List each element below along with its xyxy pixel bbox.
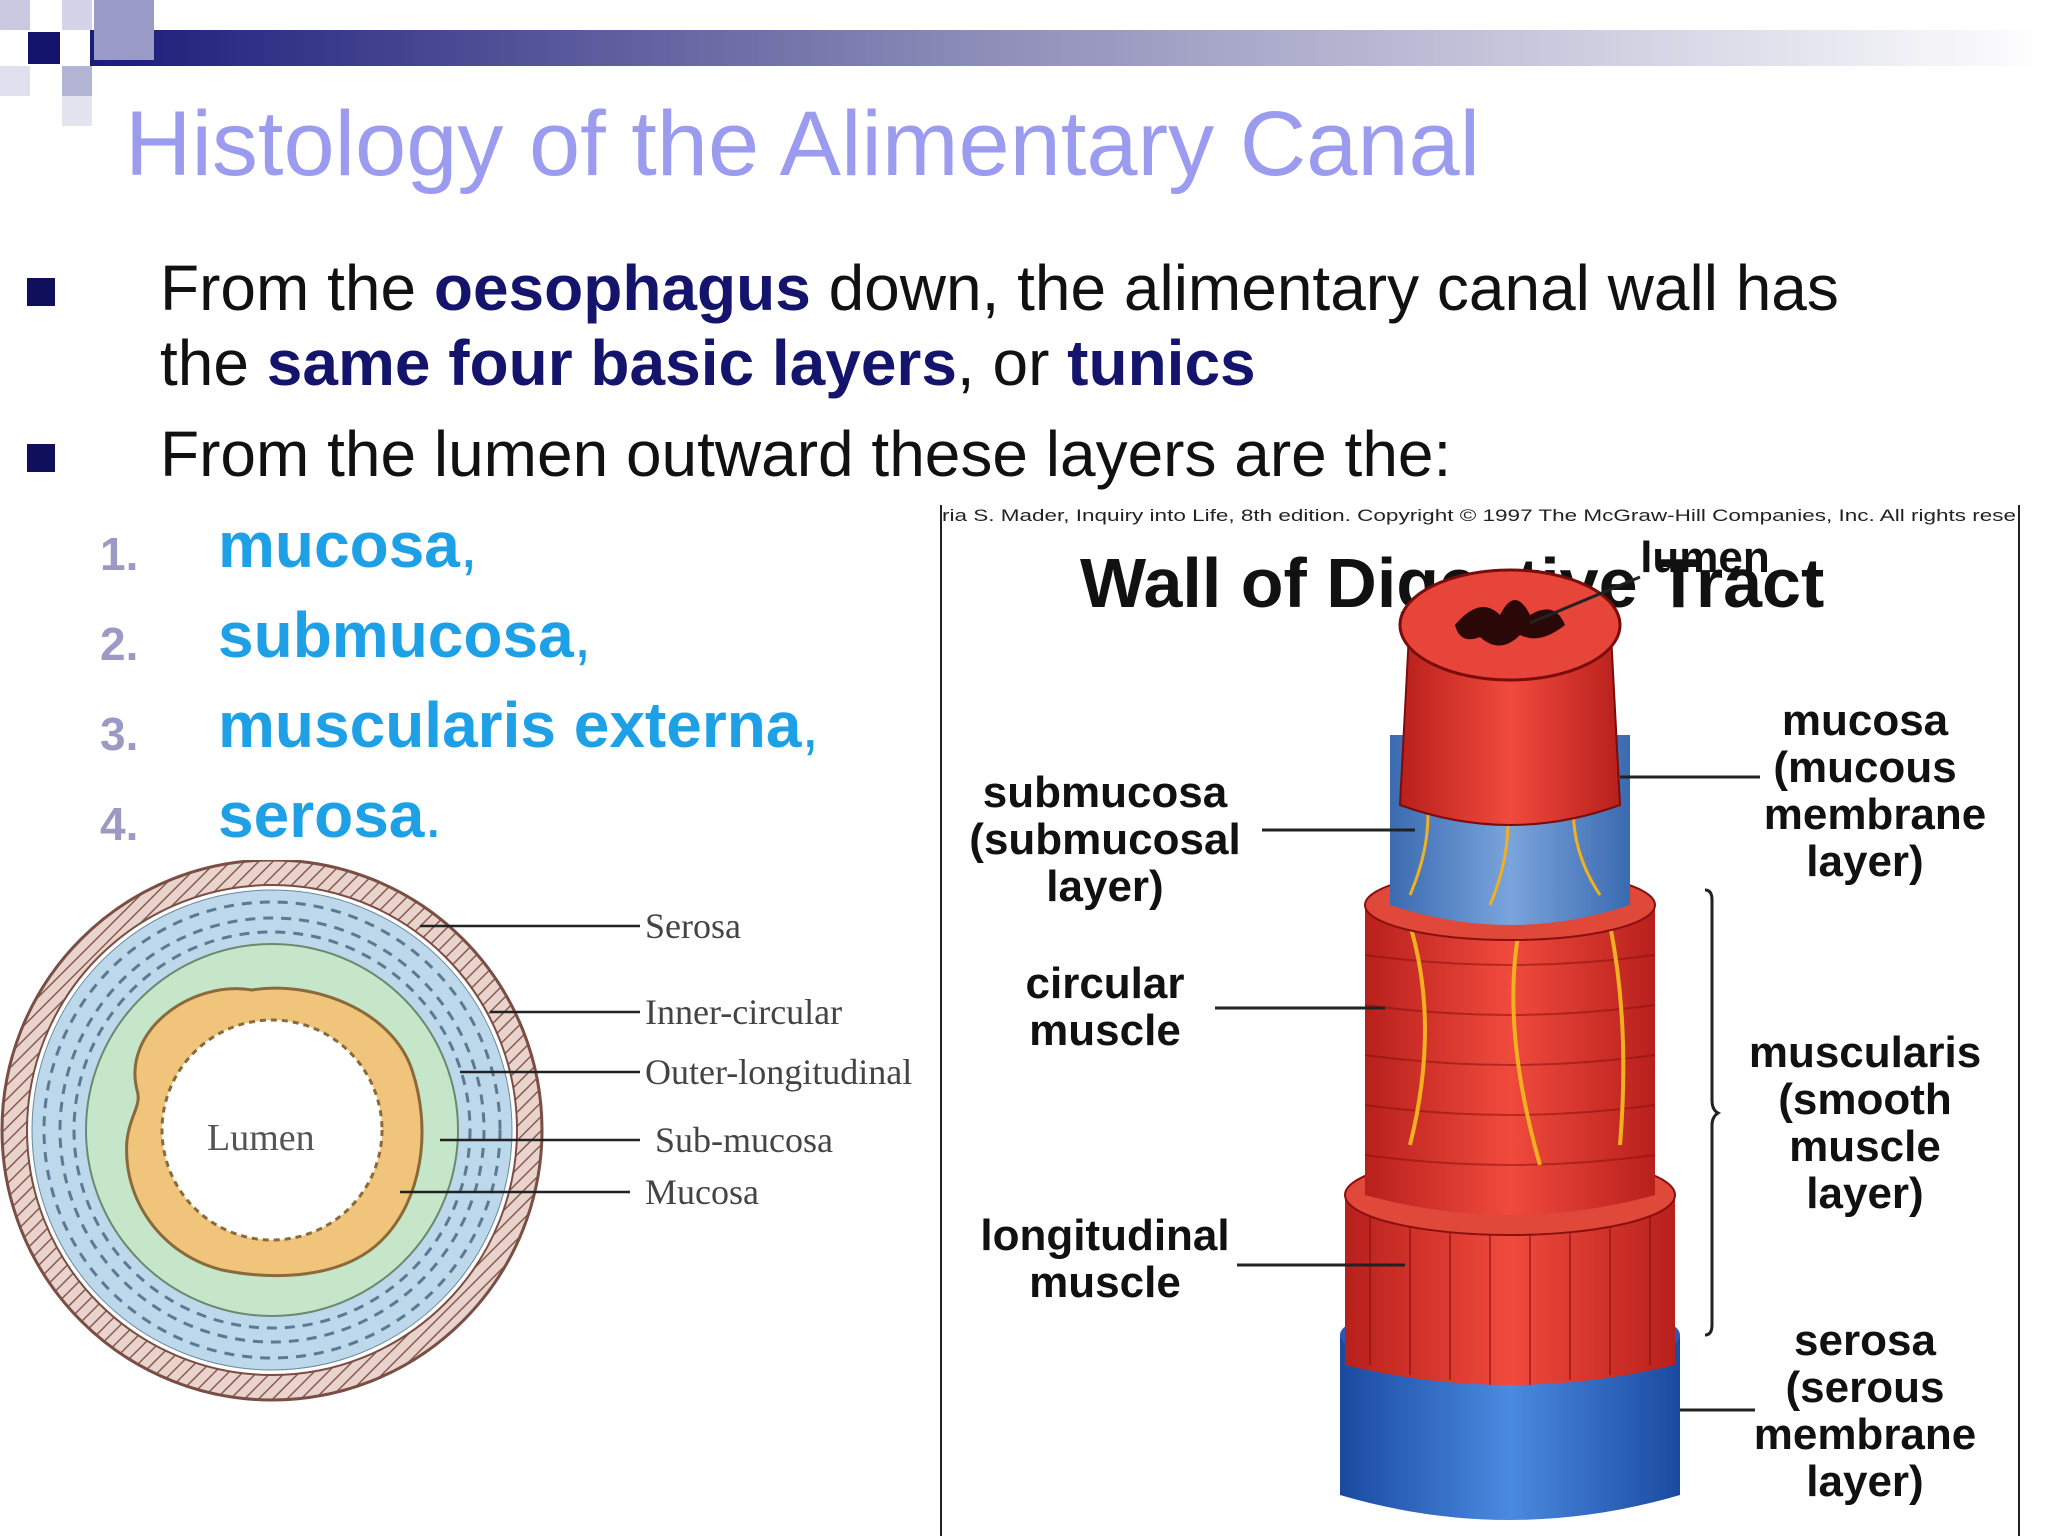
deco-square xyxy=(62,96,92,126)
lumen-space xyxy=(160,1018,384,1242)
deco-square xyxy=(0,66,30,96)
circular-stripe xyxy=(1364,1004,1656,1016)
header-gradient-bar xyxy=(90,30,2048,66)
text-span: , or xyxy=(956,327,1068,399)
layer-item-serosa: serosa. xyxy=(218,778,442,852)
label-muscularis-3: muscle xyxy=(1789,1122,1941,1171)
layer-item-muscularis-externa: muscularis externa, xyxy=(218,688,819,762)
label-serosa-1: serosa xyxy=(1794,1316,1936,1365)
digestive-tract-figure: ria S. Mader, Inquiry into Life, 8th edi… xyxy=(940,505,2020,1536)
longitudinal-dashes xyxy=(42,900,502,1360)
text-span: the xyxy=(160,327,267,399)
list-number: 2. xyxy=(100,618,139,670)
deco-square xyxy=(62,66,92,96)
blood-vessel xyxy=(1608,924,1626,1146)
label-circular-1: circular xyxy=(1026,959,1185,1008)
copyright-text: ria S. Mader, Inquiry into Life, 8th edi… xyxy=(942,506,2016,525)
highlight-oesophagus: oesophagus xyxy=(433,252,811,324)
cross-section-diagram: Lumen Serosa Inner-circular Outer-longit… xyxy=(0,860,912,1402)
bullet-1-line-2: the same four basic layers, or tunics xyxy=(160,325,1256,401)
label-mucosa-2: (mucous xyxy=(1773,743,1956,792)
slide-title: Histology of the Alimentary Canal xyxy=(125,93,1481,195)
layer-punct: , xyxy=(459,509,478,581)
layer-item-submucosa: submucosa, xyxy=(218,598,591,672)
label-serosa-4: layer) xyxy=(1806,1457,1923,1506)
label-outer-longitudinal: Outer-longitudinal xyxy=(645,1052,912,1092)
label-mucosa-1: mucosa xyxy=(1782,696,1949,745)
label-serosa: Serosa xyxy=(645,906,741,946)
text-span: From the xyxy=(160,252,434,324)
lumen-pointer xyxy=(1529,575,1641,625)
label-circular-2: muscle xyxy=(1029,1006,1181,1055)
layer-punct: , xyxy=(801,689,820,761)
label-mucosa: Mucosa xyxy=(645,1172,759,1212)
label-muscularis-4: layer) xyxy=(1806,1169,1923,1218)
label-submucosa-1: submucosa xyxy=(983,768,1228,817)
label-mucosa-4: layer) xyxy=(1806,837,1923,886)
label-mucosa-3: membrane xyxy=(1764,790,1987,839)
serosa-band xyxy=(1340,1335,1680,1520)
deco-square xyxy=(28,32,60,64)
layer-punct: , xyxy=(573,599,592,671)
circular-dashes xyxy=(58,916,486,1344)
label-muscularis-2: (smooth xyxy=(1778,1075,1952,1124)
list-number: 1. xyxy=(100,528,139,580)
circular-stripe xyxy=(1364,1104,1656,1116)
label-longitudinal-2: muscle xyxy=(1029,1258,1181,1307)
layer-name: submucosa xyxy=(218,599,574,671)
label-sub-mucosa: Sub-mucosa xyxy=(655,1120,833,1160)
layer-name: muscularis externa xyxy=(218,689,802,761)
list-number: 4. xyxy=(100,798,139,850)
highlight-same-four-layers: same four basic layers xyxy=(266,327,957,399)
deco-square xyxy=(0,0,30,30)
label-serosa-3: membrane xyxy=(1754,1410,1977,1459)
lumen-label: Lumen xyxy=(207,1117,315,1159)
deco-square xyxy=(94,0,154,60)
bullet-1-line-1: From the oesophagus down, the alimentary… xyxy=(160,250,1839,326)
circular-muscle xyxy=(1365,905,1655,1215)
deco-square xyxy=(62,0,92,30)
inner-circular-ring xyxy=(72,930,472,1330)
layer-punct: . xyxy=(424,779,443,851)
bullet-square-icon xyxy=(27,278,55,306)
circular-stripe xyxy=(1364,1154,1656,1166)
list-number: 3. xyxy=(100,708,139,760)
label-lumen: lumen xyxy=(1640,533,1770,582)
circular-stripe xyxy=(1364,1054,1656,1066)
layer-name: serosa xyxy=(218,779,425,851)
bullet-2: From the lumen outward these layers are … xyxy=(160,418,1452,490)
label-submucosa-2: (submucosal xyxy=(969,815,1240,864)
highlight-tunics: tunics xyxy=(1067,327,1256,399)
blood-vessel xyxy=(1408,924,1427,1146)
bullet-square-icon xyxy=(27,444,55,472)
label-muscularis-1: muscularis xyxy=(1749,1028,1981,1077)
label-serosa-2: (serous xyxy=(1786,1363,1945,1412)
text-span: down, the alimentary canal wall has xyxy=(810,252,1839,324)
label-longitudinal-1: longitudinal xyxy=(980,1211,1229,1260)
layer-name: mucosa xyxy=(218,509,460,581)
label-submucosa-3: layer) xyxy=(1046,862,1163,911)
blood-vessel xyxy=(1511,924,1542,1166)
lumen-opening xyxy=(1455,600,1565,646)
layer-item-mucosa: mucosa, xyxy=(218,508,478,582)
longitudinal-muscle xyxy=(1345,1195,1675,1385)
muscularis-bracket xyxy=(1704,888,1721,1337)
header-decoration xyxy=(0,0,2048,126)
label-inner-circular: Inner-circular xyxy=(645,992,842,1032)
